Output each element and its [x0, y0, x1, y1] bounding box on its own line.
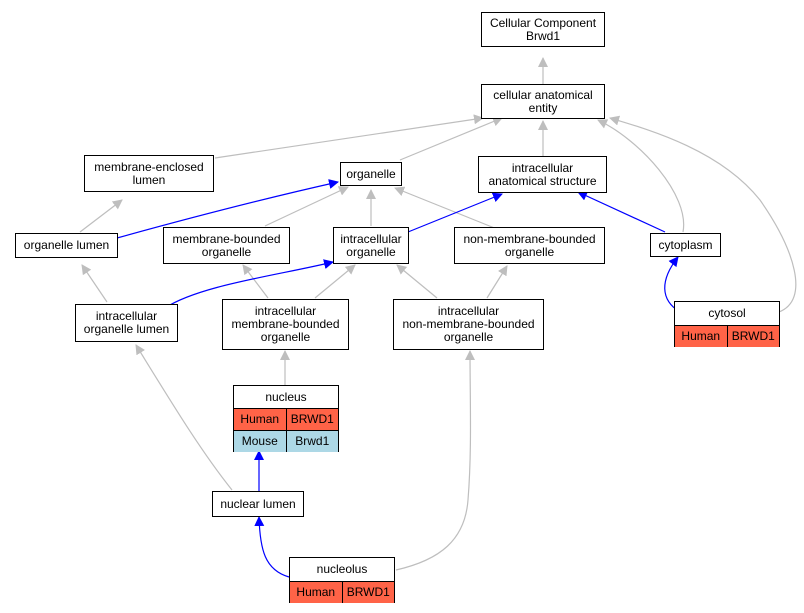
- annotation-row: Human BRWD1: [675, 325, 779, 347]
- node-membrane-enclosed-lumen[interactable]: membrane-enclosed lumen: [84, 155, 214, 192]
- annotation-row: Human BRWD1: [234, 408, 338, 430]
- edge-mbo-org: [264, 186, 349, 227]
- edge-inmbo-nmbo: [486, 265, 508, 299]
- node-nucleolus-title: nucleolus: [316, 562, 368, 576]
- node-intracellular-membrane-bounded-organelle[interactable]: intracellular membrane-bounded organelle: [222, 299, 349, 350]
- node-cellular-component[interactable]: Cellular Component Brwd1: [481, 12, 605, 47]
- species-cell: Human: [234, 409, 286, 430]
- node-membrane-bounded-organelle[interactable]: membrane-bounded organelle: [163, 227, 290, 264]
- node-intracellular-organelle-lumen[interactable]: intracellular organelle lumen: [75, 304, 178, 342]
- node-non-membrane-bounded-organelle[interactable]: non-membrane-bounded organelle: [454, 227, 605, 264]
- node-cellular-anatomical-entity[interactable]: cellular anatomical entity: [481, 84, 605, 119]
- annotation-row: Mouse Brwd1: [234, 430, 338, 452]
- annotation-row: Human BRWD1: [290, 581, 394, 603]
- node-nucleolus[interactable]: nucleolus Human BRWD1: [289, 557, 395, 603]
- edge-imbo-mbo: [242, 264, 269, 299]
- edge-nucleolus-nuclum: [254, 516, 290, 578]
- species-cell: Human: [290, 582, 342, 603]
- species-cell: Mouse: [234, 431, 286, 452]
- edge-orglum-org: [116, 179, 339, 239]
- node-organelle-lumen[interactable]: organelle lumen: [15, 233, 118, 258]
- edge-cyto-ias: [577, 191, 666, 233]
- gene-cell: BRWD1: [726, 326, 779, 347]
- edge-cyto-cae: [597, 119, 685, 233]
- edge-nmbo-org: [394, 186, 498, 230]
- edge-org-cae: [399, 116, 503, 161]
- node-nuclear-lumen[interactable]: nuclear lumen: [212, 491, 304, 517]
- edge-cytosol-cae: [609, 115, 797, 313]
- gene-cell: Brwd1: [285, 431, 338, 452]
- node-nucleus-title: nucleus: [265, 389, 307, 404]
- node-intracellular-organelle[interactable]: intracellular organelle: [333, 227, 409, 264]
- edge-orglum-mel: [79, 199, 123, 233]
- node-organelle[interactable]: organelle: [340, 162, 402, 186]
- node-intracellular-anatomical-structure[interactable]: intracellular anatomical structure: [478, 156, 607, 193]
- edge-iol-orglum: [81, 264, 108, 303]
- edge-io-ias: [407, 192, 503, 233]
- edge-iol-io: [164, 259, 334, 309]
- edge-imbo-io: [314, 264, 356, 299]
- edge-inmbo-io: [396, 264, 438, 299]
- edge-nucleolus-inmbo: [395, 350, 476, 571]
- edge-nuclum-iol: [135, 344, 233, 491]
- node-cytoplasm[interactable]: cytoplasm: [650, 233, 721, 257]
- node-cytosol[interactable]: cytosol Human BRWD1: [674, 301, 780, 347]
- gene-cell: BRWD1: [285, 409, 338, 430]
- edge-mel-cae: [214, 114, 484, 159]
- node-nucleus[interactable]: nucleus Human BRWD1 Mouse Brwd1: [233, 385, 339, 452]
- species-cell: Human: [675, 326, 727, 347]
- node-cytosol-title: cytosol: [708, 306, 746, 320]
- gene-cell: BRWD1: [341, 582, 394, 603]
- node-intracellular-non-membrane-bounded-organelle[interactable]: intracellular non-membrane-bounded organ…: [393, 299, 544, 350]
